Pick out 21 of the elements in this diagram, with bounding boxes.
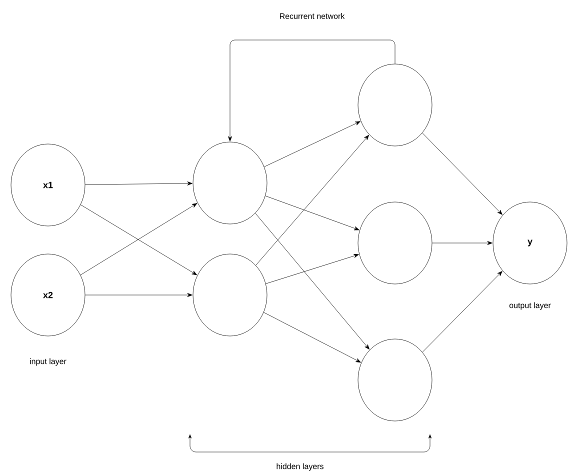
- arrow: [228, 40, 396, 142]
- arrow: [255, 213, 370, 350]
- layer-label: output layer: [509, 302, 551, 310]
- arrow: [85, 181, 192, 186]
- arrow: [264, 121, 360, 168]
- neuron-circle: [192, 142, 268, 224]
- arrow: [422, 132, 502, 215]
- arrow: [264, 312, 361, 363]
- neuron-circle: [358, 64, 432, 146]
- arrow: [432, 241, 492, 245]
- arrow: [85, 293, 192, 297]
- arrow: [266, 254, 359, 284]
- arrow: [256, 134, 370, 266]
- edge-label: Recurrent network: [278, 12, 346, 20]
- layer-label: hidden layers: [276, 463, 324, 471]
- layer-label: input layer: [30, 358, 66, 366]
- arrow: [422, 271, 502, 352]
- neuron-circle: [358, 202, 432, 284]
- arrow: [265, 196, 360, 230]
- neuron-circle: [358, 338, 432, 422]
- neuron-circle: [192, 254, 268, 336]
